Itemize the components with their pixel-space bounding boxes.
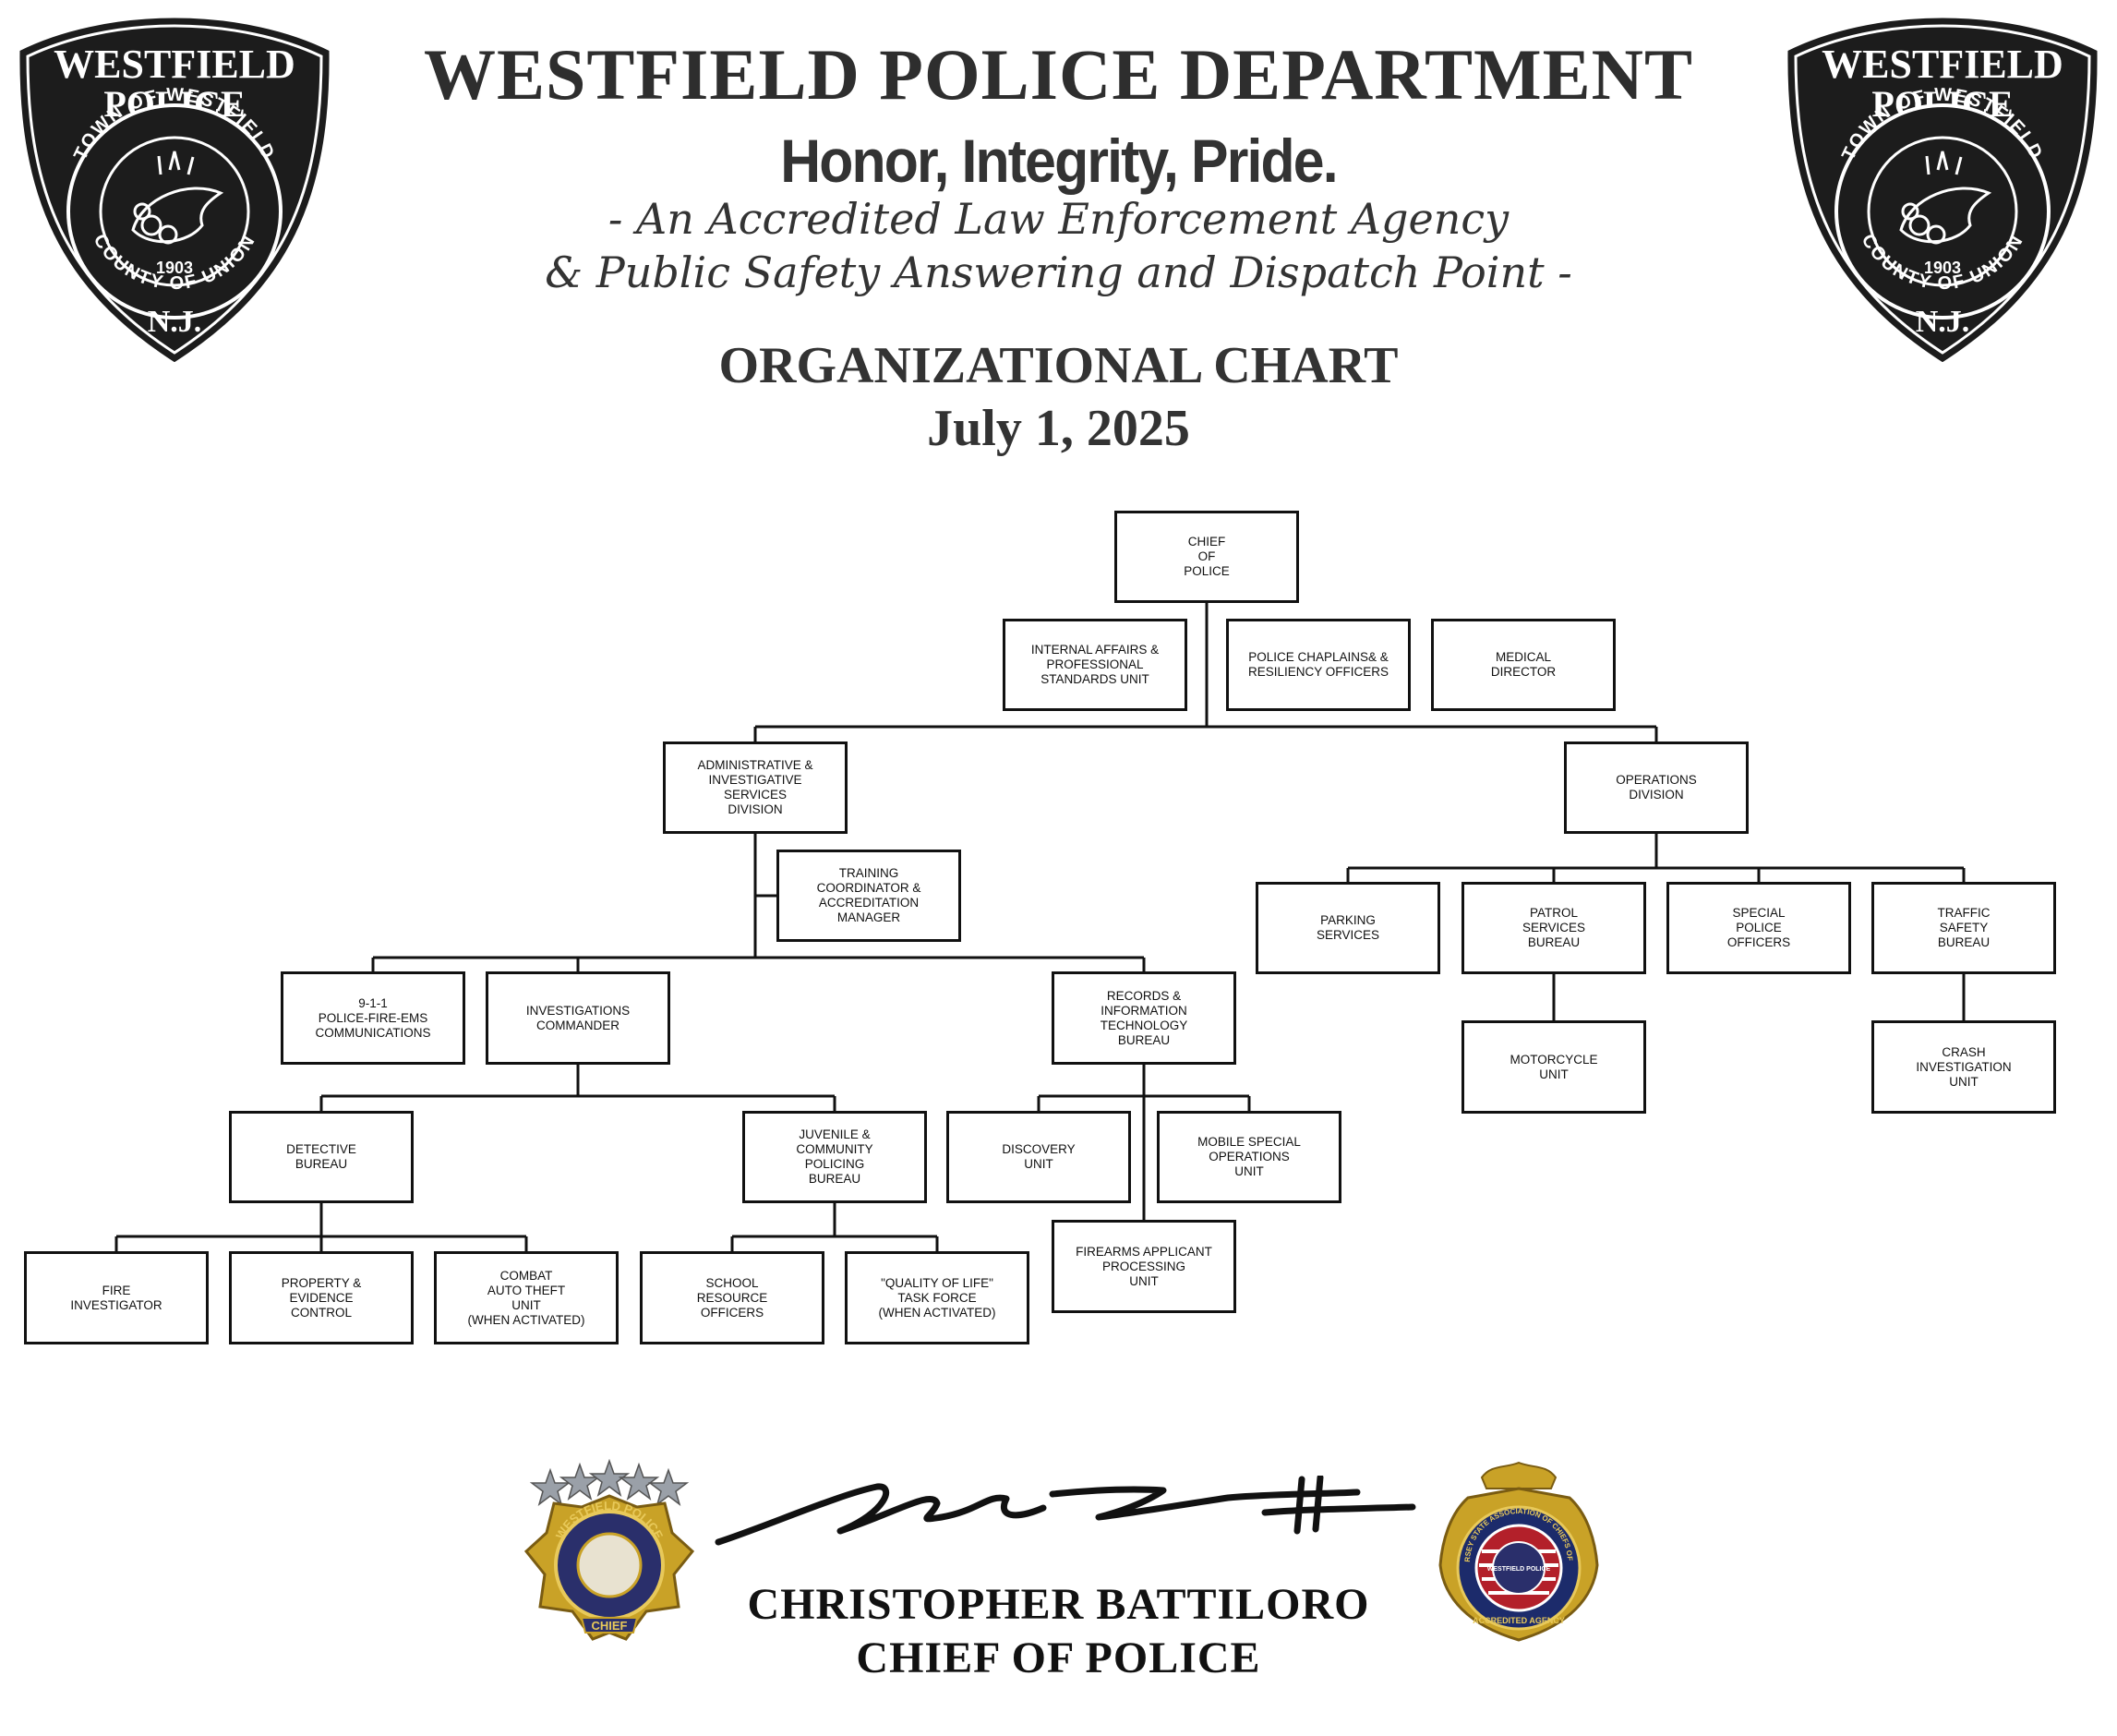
chief-title: CHIEF OF POLICE: [856, 1634, 1261, 1682]
box-quality-of-life-task-force: "QUALITY OF LIFE" TASK FORCE (WHEN ACTIV…: [845, 1251, 1029, 1344]
box-fire-investigator: FIRE INVESTIGATOR: [24, 1251, 209, 1344]
chief-name: CHRISTOPHER BATTILORO: [747, 1580, 1370, 1629]
box-internal-affairs: INTERNAL AFFAIRS & PROFESSIONAL STANDARD…: [1003, 619, 1187, 711]
box-patrol-services-bureau: PATROL SERVICES BUREAU: [1461, 882, 1646, 974]
box-medical-director: MEDICAL DIRECTOR: [1431, 619, 1616, 711]
seal-top-text: WESTFIELD: [54, 42, 295, 87]
badge-accredited-label: ACCREDITED AGENCY: [1473, 1616, 1565, 1625]
badge-chief-label: CHIEF: [592, 1619, 628, 1633]
seal-year: 1903: [1924, 259, 1961, 277]
box-police-chaplains: POLICE CHAPLAINS& & RESILIENCY OFFICERS: [1226, 619, 1411, 711]
box-traffic-safety-bureau: TRAFFIC SAFETY BUREAU: [1871, 882, 2056, 974]
cornucopia-icon: [1899, 151, 1992, 245]
subtitle-line-1: - An Accredited Law Enforcement Agency: [607, 194, 1510, 244]
westfield-police-seal-left: WESTFIELD POLICE TOWN OF WESTFIELD COUNT…: [17, 15, 332, 366]
box-detective-bureau: DETECTIVE BUREAU: [229, 1111, 414, 1203]
box-crash-investigation-unit: CRASH INVESTIGATION UNIT: [1871, 1020, 2056, 1114]
westfield-police-seal-right: WESTFIELD POLICE TOWN OF WESTFIELD COUNT…: [1785, 15, 2100, 366]
box-firearms-applicant-processing: FIREARMS APPLICANT PROCESSING UNIT: [1052, 1220, 1236, 1313]
box-combat-auto-theft: COMBAT AUTO THEFT UNIT (WHEN ACTIVATED): [434, 1251, 619, 1344]
cornucopia-icon: [131, 151, 224, 245]
box-chief-of-police: CHIEF OF POLICE: [1114, 511, 1299, 603]
badge-center-label: WESTFIELD POLICE: [1487, 1566, 1551, 1573]
signature-icon: [715, 1476, 1416, 1546]
department-motto: Honor, Integrity, Pride.: [780, 127, 1338, 195]
box-training-coordinator: TRAINING COORDINATOR & ACCREDITATION MAN…: [776, 850, 961, 942]
box-investigations-commander: INVESTIGATIONS COMMANDER: [486, 971, 670, 1065]
box-records-it-bureau: RECORDS & INFORMATION TECHNOLOGY BUREAU: [1052, 971, 1236, 1065]
seal-state: N.J.: [1916, 305, 1970, 339]
box-school-resource-officers: SCHOOL RESOURCE OFFICERS: [640, 1251, 824, 1344]
seal-state: N.J.: [148, 305, 202, 339]
box-motorcycle-unit: MOTORCYCLE UNIT: [1461, 1020, 1646, 1114]
chart-title: ORGANIZATIONAL CHART: [718, 337, 1399, 394]
box-property-evidence: PROPERTY & EVIDENCE CONTROL: [229, 1251, 414, 1344]
subtitle-line-2: & Public Safety Answering and Dispatch P…: [545, 247, 1572, 297]
box-admin-investigative-division: ADMINISTRATIVE & INVESTIGATIVE SERVICES …: [663, 741, 848, 834]
box-mobile-special-operations: MOBILE SPECIAL OPERATIONS UNIT: [1157, 1111, 1341, 1203]
box-special-police-officers: SPECIAL POLICE OFFICERS: [1666, 882, 1851, 974]
chief-badge-icon: WESTFIELD POLICE CHIEF: [523, 1459, 695, 1641]
box-juvenile-community-policing: JUVENILE & COMMUNITY POLICING BUREAU: [742, 1111, 927, 1203]
box-discovery-unit: DISCOVERY UNIT: [946, 1111, 1131, 1203]
chart-date: July 1, 2025: [927, 400, 1190, 457]
department-title: WESTFIELD POLICE DEPARTMENT: [423, 34, 1693, 115]
seal-top-text: WESTFIELD: [1822, 42, 2063, 87]
seal-year: 1903: [156, 259, 193, 277]
box-parking-services: PARKING SERVICES: [1256, 882, 1440, 974]
box-operations-division: OPERATIONS DIVISION: [1564, 741, 1749, 834]
box-911-communications: 9-1-1 POLICE-FIRE-EMS COMMUNICATIONS: [281, 971, 465, 1065]
accredited-agency-badge-icon: NEW JERSEY STATE ASSOCIATION OF CHIEFS O…: [1431, 1459, 1599, 1642]
